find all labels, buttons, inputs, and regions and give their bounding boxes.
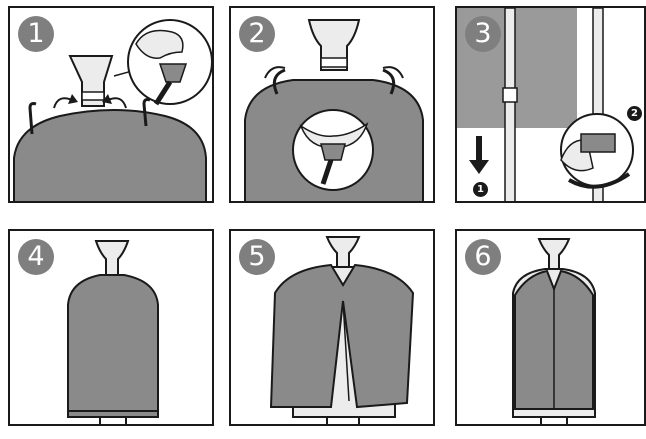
- hanger-clip: [82, 92, 104, 100]
- hanger-neck: [539, 239, 569, 269]
- step-number-badge: 1: [18, 16, 54, 52]
- vertical-pole-left: [505, 8, 515, 203]
- step-3-panel: 3 1 2: [455, 6, 646, 203]
- step-number-badge: 5: [239, 239, 275, 275]
- push-down-arrowhead-icon: [469, 160, 489, 174]
- marker-1-badge: 1: [473, 182, 488, 197]
- garment-cover-body: [14, 110, 206, 203]
- hanger-neck: [96, 241, 128, 275]
- step-number-badge: 2: [239, 16, 275, 52]
- inset-hanger-part: [321, 144, 345, 160]
- step-number-badge: 6: [465, 239, 501, 275]
- step-2-panel: 2: [229, 6, 435, 203]
- step-4-panel: 4: [8, 229, 214, 426]
- hanger-clip: [321, 58, 347, 67]
- pole-joint: [503, 88, 517, 102]
- step-number-badge: 4: [18, 239, 54, 275]
- step-5-panel: 5: [229, 229, 435, 426]
- step-number-badge: 3: [465, 16, 501, 52]
- inset-collar: [581, 134, 615, 152]
- hanger-neck: [327, 237, 359, 267]
- marker-2-badge: 2: [627, 106, 642, 121]
- garment-cover-body: [68, 275, 158, 417]
- step-1-panel: 1: [8, 6, 214, 203]
- step-6-panel: 6: [455, 229, 646, 426]
